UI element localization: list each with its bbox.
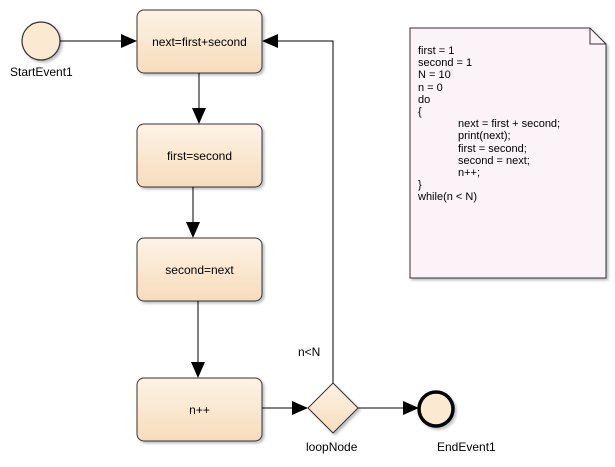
start-event-label: StartEvent1 — [10, 65, 73, 79]
note-folded-corner — [589, 28, 606, 45]
arrowhead-icon — [403, 401, 419, 415]
arrowhead-icon — [121, 34, 137, 48]
end-event[interactable] — [417, 390, 455, 428]
loop-gateway[interactable] — [307, 382, 359, 434]
note-line: first = second; — [458, 142, 527, 155]
note-line: next = first + second; — [458, 118, 561, 131]
code-note[interactable] — [409, 27, 607, 279]
note-line: do — [418, 93, 431, 106]
arrowhead-icon — [191, 362, 205, 378]
note-line: } — [418, 179, 422, 192]
arrowhead-icon — [186, 222, 200, 238]
arrowhead-icon — [292, 401, 308, 415]
task-label: n++ — [189, 402, 210, 417]
note-line: while(n < N) — [418, 191, 477, 204]
task-label: first=second — [166, 148, 233, 163]
note-line: second = next; — [458, 154, 530, 167]
note-line: first = 1 — [418, 45, 455, 57]
note-line: { — [418, 105, 422, 118]
loop-condition-label: n<N — [298, 345, 321, 359]
note-line: second = 1 — [418, 57, 473, 70]
task-n-increment[interactable] — [136, 377, 263, 442]
flow-gateway-loop-back[interactable] — [278, 40, 334, 383]
note-line: n++; — [458, 166, 481, 179]
task-label: second=next — [165, 262, 234, 277]
arrowhead-icon — [192, 108, 206, 124]
task-label: next=first+second — [152, 34, 247, 49]
arrowhead-icon — [262, 34, 278, 48]
task-first-second[interactable] — [136, 123, 263, 188]
note-line: N = 10 — [418, 69, 451, 82]
task-second-next[interactable] — [136, 237, 263, 302]
start-event[interactable] — [21, 21, 61, 61]
note-line: print(next); — [458, 130, 511, 143]
note-line: n = 0 — [418, 81, 443, 94]
gateway-label: loopNode — [306, 440, 358, 454]
end-event-label: EndEvent1 — [437, 440, 496, 454]
